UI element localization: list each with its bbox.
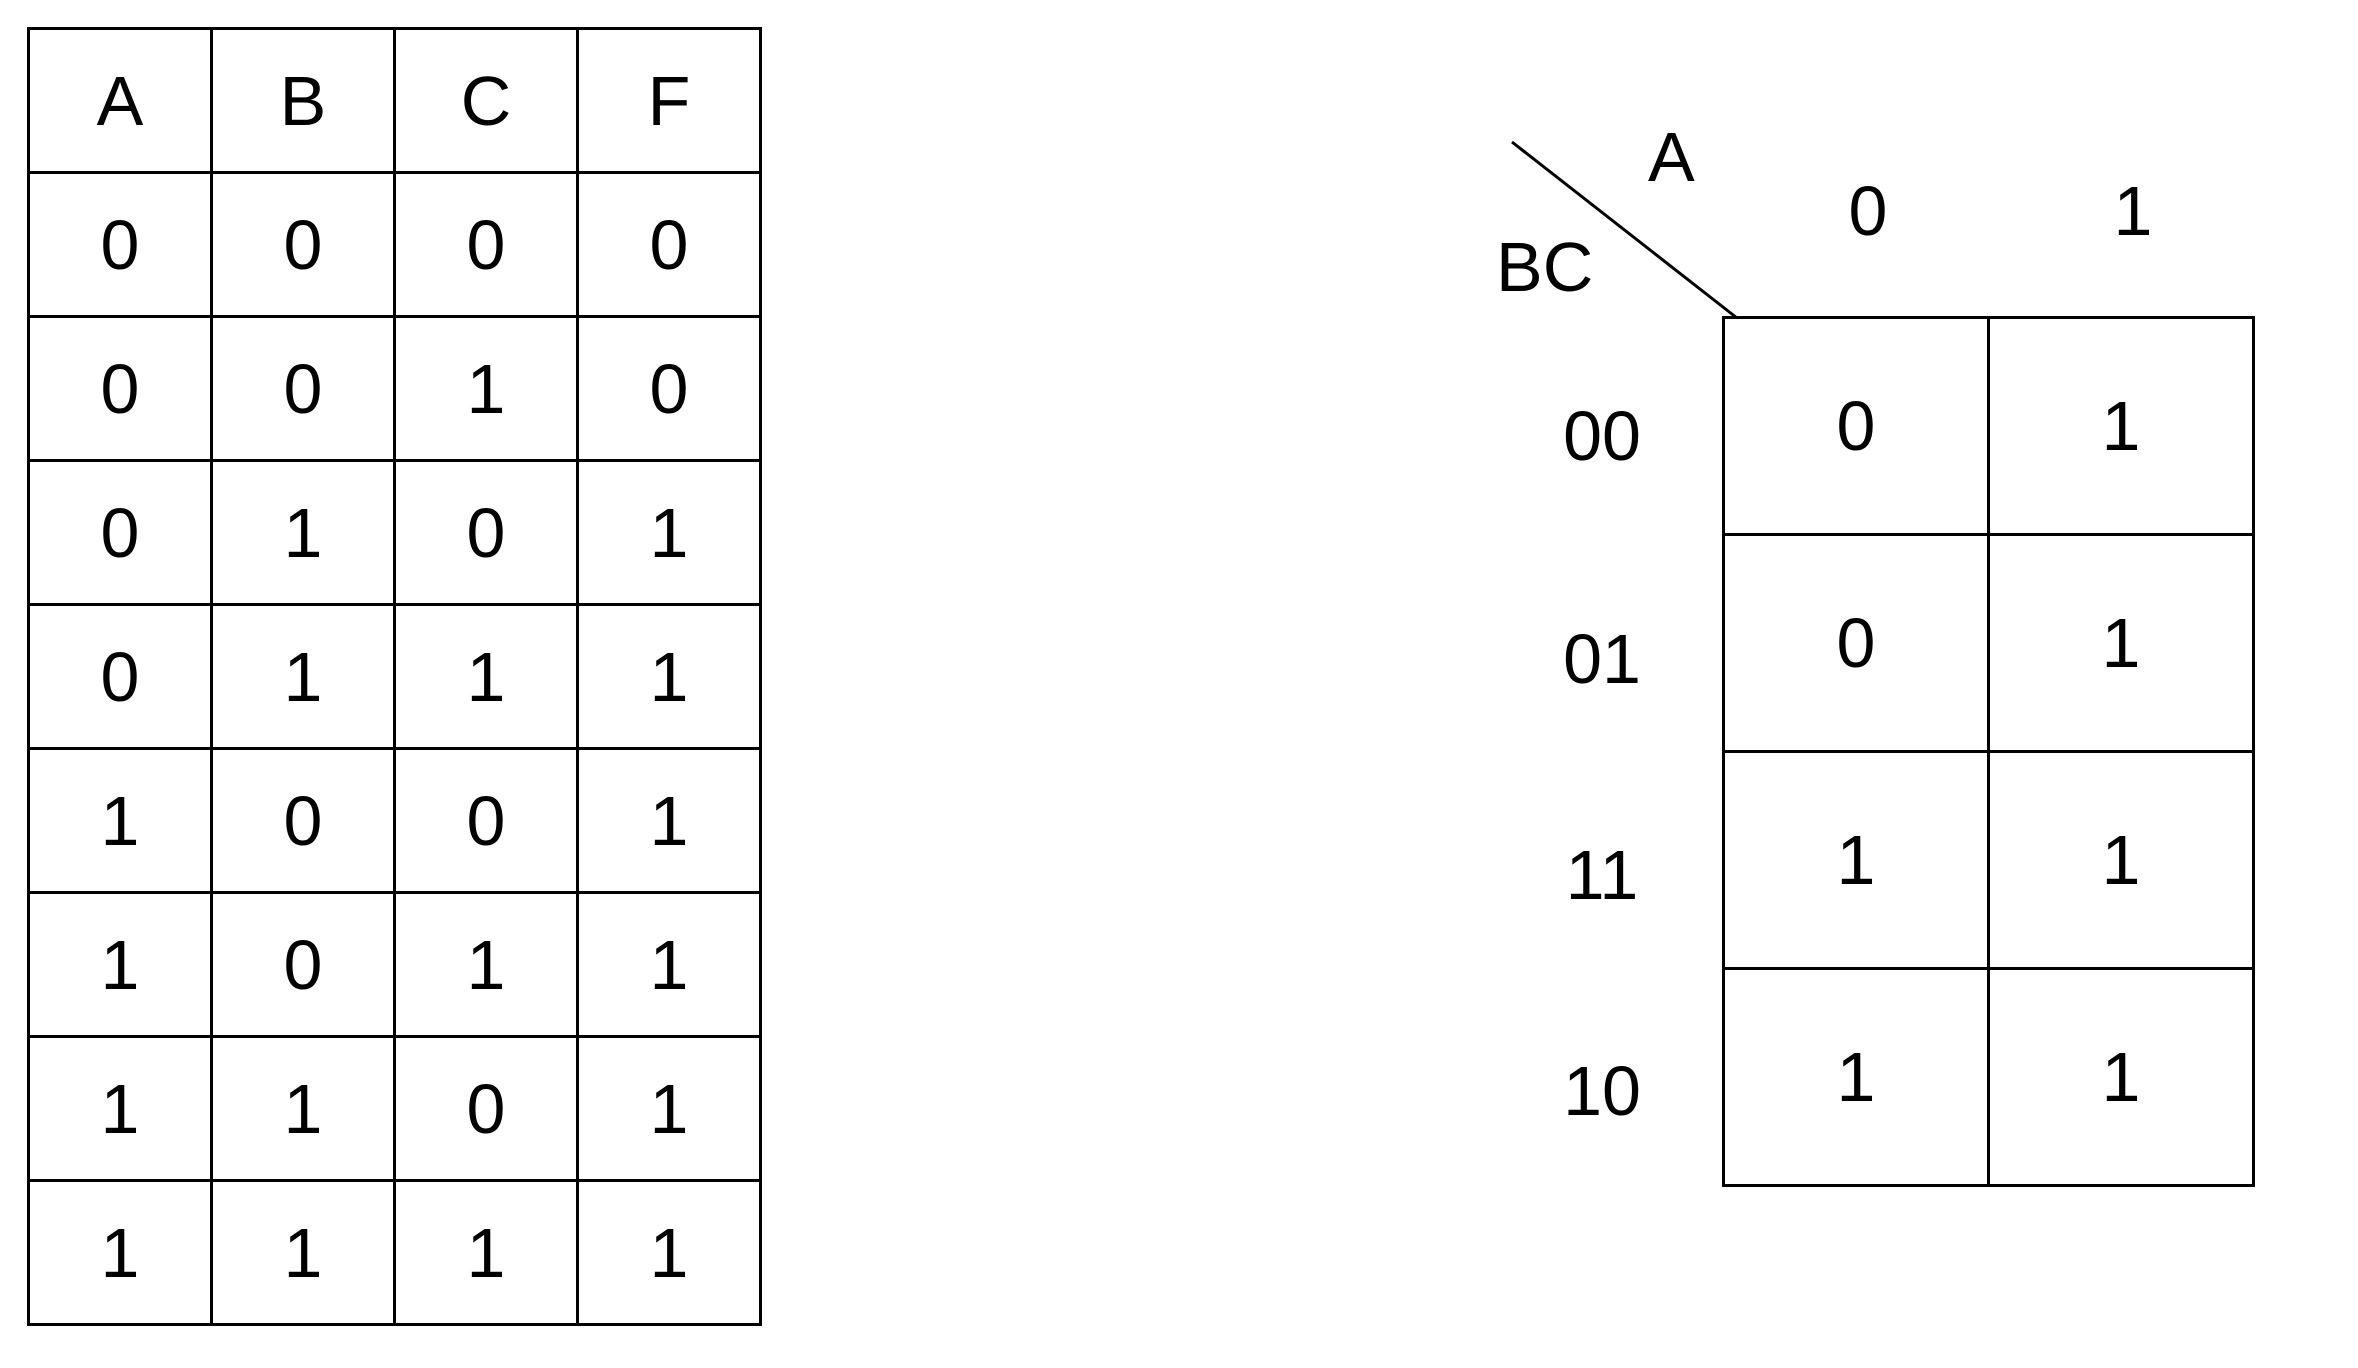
kmap-row-header-10: 10 (1563, 1052, 1641, 1130)
truth-table-header-row: A B C F (27, 27, 762, 174)
truth-table-cell: 1 (576, 747, 762, 894)
truth-table-cell: 0 (27, 459, 213, 606)
kmap-row-variable: BC (1496, 228, 1594, 306)
truth-table-cell: 0 (393, 747, 579, 894)
truth-table-cell: 1 (210, 459, 396, 606)
truth-table-cell: 1 (27, 747, 213, 894)
truth-table-cell: 1 (576, 1035, 762, 1182)
kmap-col-variable: A (1648, 118, 1695, 196)
kmap-cell: 1 (1987, 967, 2255, 1187)
kmap-col-header-1: 1 (2113, 172, 2153, 250)
truth-table-cell: 0 (393, 1035, 579, 1182)
truth-table-cell: 1 (576, 459, 762, 606)
truth-table-cell: 1 (27, 891, 213, 1038)
truth-table-cell: 0 (210, 747, 396, 894)
truth-table-cell: 1 (576, 891, 762, 1038)
truth-table-cell: 0 (27, 603, 213, 750)
truth-table-cell: 1 (576, 1179, 762, 1326)
truth-table-cell: 0 (210, 171, 396, 318)
kmap-row-header-01: 01 (1563, 620, 1641, 698)
truth-table-cell: 1 (393, 315, 579, 462)
truth-table-cell: 0 (576, 171, 762, 318)
truth-table-cell: 0 (27, 171, 213, 318)
truth-table-cell: 1 (393, 1179, 579, 1326)
truth-table-cell: 1 (210, 1035, 396, 1182)
truth-table-cell: 1 (393, 603, 579, 750)
truth-table-cell: 0 (210, 891, 396, 1038)
truth-table-header-f: F (576, 27, 762, 174)
truth-table-cell: 0 (576, 315, 762, 462)
truth-table-header-b: B (210, 27, 396, 174)
kmap-cell: 1 (1987, 316, 2255, 536)
kmap-col-header-0: 0 (1848, 172, 1888, 250)
truth-table-header-a: A (27, 27, 213, 174)
truth-table-cell: 0 (393, 459, 579, 606)
kmap-row-header-11: 11 (1565, 836, 1639, 914)
kmap-cell: 0 (1722, 533, 1990, 753)
truth-table-cell: 1 (393, 891, 579, 1038)
kmap-cell: 1 (1987, 533, 2255, 753)
truth-table-cell: 1 (210, 603, 396, 750)
truth-table-cell: 0 (210, 315, 396, 462)
truth-table-cell: 0 (27, 315, 213, 462)
truth-table-cell: 1 (27, 1179, 213, 1326)
truth-table-cell: 0 (393, 171, 579, 318)
kmap-cell: 1 (1722, 750, 1990, 970)
truth-table-header-c: C (393, 27, 579, 174)
truth-table-cell: 1 (27, 1035, 213, 1182)
truth-table-cell: 1 (576, 603, 762, 750)
kmap-row-header-00: 00 (1563, 397, 1641, 475)
kmap-cell: 1 (1987, 750, 2255, 970)
truth-table-cell: 1 (210, 1179, 396, 1326)
kmap-cell: 1 (1722, 967, 1990, 1187)
kmap-cell: 0 (1722, 316, 1990, 536)
